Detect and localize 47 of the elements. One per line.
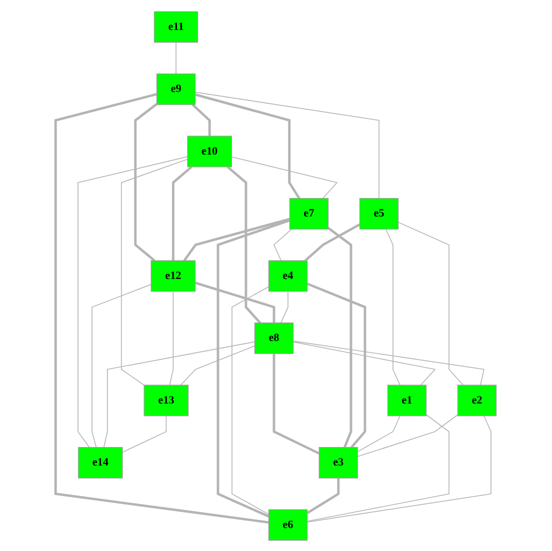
connector — [192, 103, 211, 136]
node-box: e8 — [254, 322, 294, 354]
node-box: e11 — [154, 10, 198, 42]
connector — [306, 478, 340, 514]
connector — [183, 217, 290, 261]
connector — [292, 340, 485, 386]
node-box: e3 — [318, 446, 358, 478]
connector — [226, 165, 262, 324]
connector — [231, 156, 338, 198]
connector — [357, 414, 458, 456]
connector — [280, 290, 288, 323]
connector — [134, 102, 158, 262]
node-box: e9 — [156, 73, 196, 104]
connector — [121, 158, 188, 386]
connector — [92, 284, 152, 448]
connector — [172, 165, 192, 260]
node-box: e1 — [387, 384, 427, 416]
node-box: e4 — [268, 260, 308, 292]
connector — [104, 340, 256, 448]
node-box: e14 — [78, 446, 123, 478]
node-box: e10 — [187, 135, 232, 167]
connector — [54, 92, 269, 524]
connector — [122, 414, 167, 452]
connector — [306, 414, 450, 522]
connector — [398, 221, 464, 386]
connector — [306, 282, 366, 448]
connector — [216, 218, 290, 518]
connector — [306, 414, 492, 522]
connector — [232, 286, 270, 514]
connector — [194, 281, 276, 322]
connector — [292, 341, 436, 386]
node-box: e7 — [289, 198, 329, 229]
node-box: e6 — [268, 508, 308, 540]
node-box: e2 — [457, 384, 497, 416]
connector — [169, 290, 174, 386]
node-box: e12 — [150, 260, 196, 292]
connector — [386, 228, 401, 386]
connector — [194, 91, 380, 198]
connector — [304, 222, 360, 262]
connector — [357, 414, 401, 452]
node-box: e13 — [144, 384, 189, 416]
connector — [328, 226, 352, 448]
connector — [195, 92, 300, 199]
connector — [78, 156, 188, 448]
connector — [272, 353, 320, 454]
node-box: e5 — [359, 198, 399, 229]
connector — [180, 344, 256, 386]
